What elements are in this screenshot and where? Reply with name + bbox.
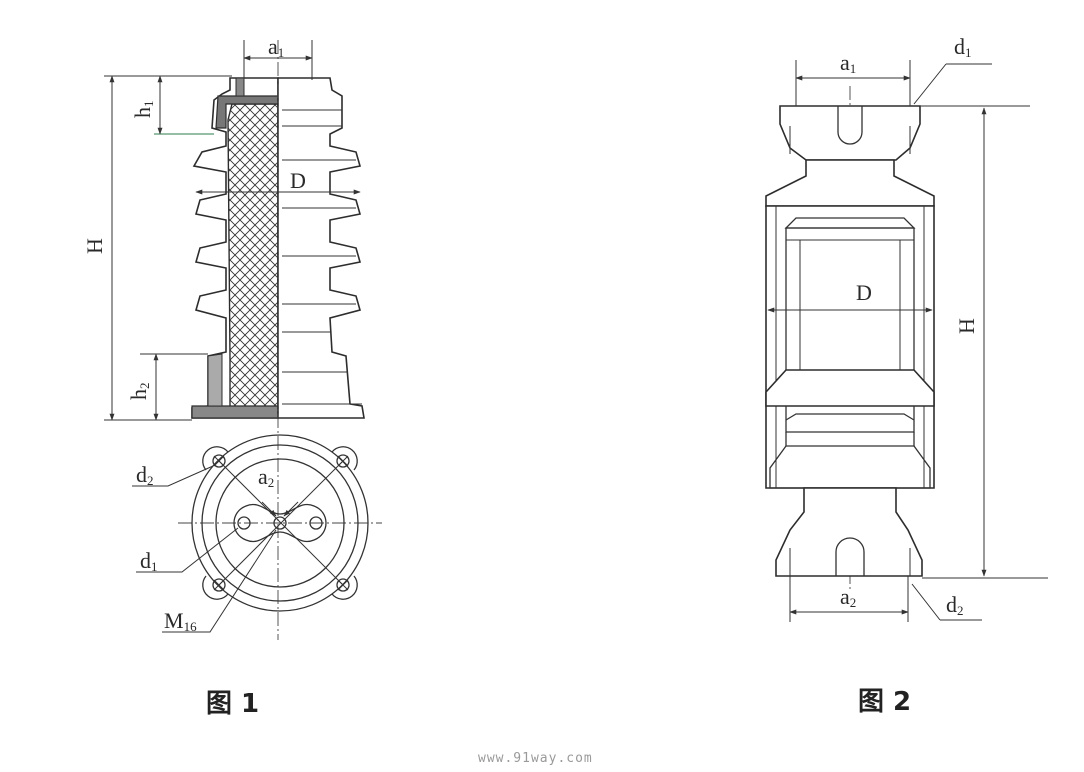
figure2-label-d1: d1 bbox=[954, 34, 972, 60]
figure1-label-M16: M16 bbox=[164, 608, 197, 634]
figure2-caption: 图 2 bbox=[858, 687, 911, 717]
figure1-dimensions bbox=[104, 40, 361, 421]
figure1-label-H: H bbox=[82, 238, 107, 254]
figure1-label-h2: h2 bbox=[126, 383, 152, 401]
figure2-label-a1: a1 bbox=[840, 50, 856, 76]
figure2-label-d2: d2 bbox=[946, 592, 964, 618]
figure1-plan-view bbox=[132, 434, 382, 633]
figure2-label-H: H bbox=[954, 318, 979, 334]
figure1-label-d1: d1 bbox=[140, 548, 158, 574]
figure1-outside-view bbox=[277, 77, 365, 419]
figure1-label-D: D bbox=[290, 168, 306, 193]
figure-1: a1 h1 H D h2 bbox=[82, 34, 382, 719]
figure1-label-a2: a2 bbox=[258, 464, 274, 490]
figure1-label-a1: a1 bbox=[268, 34, 284, 60]
figure1-label-h1: h1 bbox=[130, 101, 156, 119]
figure2-label-D: D bbox=[856, 280, 872, 305]
figure1-label-d2: d2 bbox=[136, 462, 154, 488]
figure1-section-view bbox=[191, 77, 279, 419]
watermark: www.91way.com bbox=[478, 751, 593, 766]
figure1-caption: 图 1 bbox=[206, 689, 259, 719]
figure2-insulator-body bbox=[765, 105, 935, 577]
figure1-hatched-core bbox=[227, 103, 279, 415]
figure2-dimensions bbox=[767, 60, 1048, 622]
figure-2: a1 d1 D H a2 d2 图 2 bbox=[765, 34, 1048, 717]
figure2-label-a2: a2 bbox=[840, 584, 856, 610]
